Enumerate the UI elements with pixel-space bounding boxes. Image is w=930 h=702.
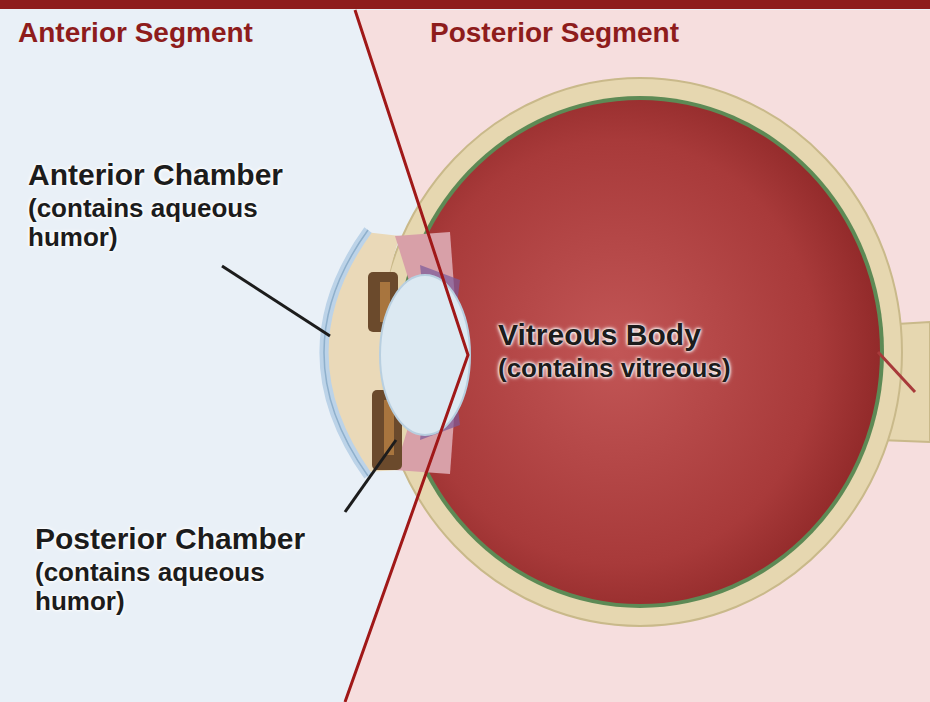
part-note: (contains aqueous humor) [35, 558, 267, 615]
segment-label: Posterior Segment [430, 18, 679, 49]
segment-divider [345, 10, 468, 702]
cornea-edge [324, 230, 368, 476]
segment-label: Anterior Segment [18, 18, 253, 49]
optic-disc [878, 352, 915, 392]
top-bar [0, 0, 930, 9]
part-name: Posterior Chamber [35, 522, 305, 555]
vitreous-body [400, 100, 880, 604]
lens [380, 275, 470, 435]
cornea [324, 230, 368, 476]
part-note: (contains vitreous) [498, 354, 731, 383]
part-name: Vitreous Body [498, 318, 701, 351]
leader-line [345, 440, 396, 512]
posterior-background [345, 10, 930, 702]
leader-line [222, 266, 330, 336]
part-name: Anterior Chamber [28, 158, 283, 191]
sclera [378, 78, 902, 626]
part-note: (contains aqueous humor) [28, 194, 260, 251]
